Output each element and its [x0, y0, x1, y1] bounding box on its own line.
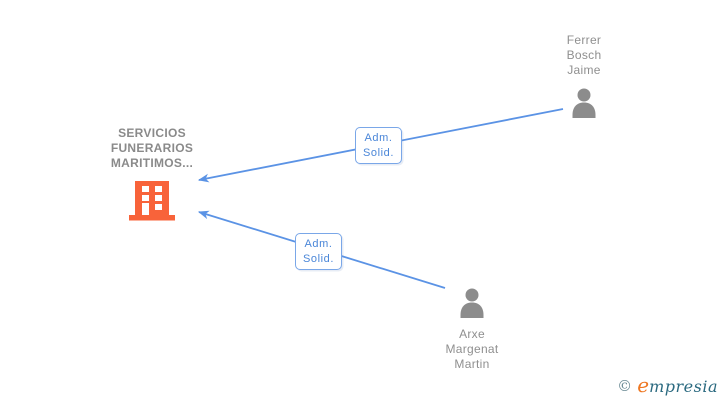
edge-label-adm-solid-2[interactable]: Adm. Solid. — [295, 233, 342, 270]
person-node-ferrer[interactable]: Ferrer Bosch Jaime — [552, 33, 616, 118]
company-node[interactable]: SERVICIOS FUNERARIOS MARITIMOS... — [90, 126, 214, 221]
brand-logo: empresia — [637, 373, 718, 397]
person-icon-arxe — [460, 288, 484, 318]
edge-label-adm-solid-1[interactable]: Adm. Solid. — [355, 127, 402, 164]
copyright-symbol: © — [617, 377, 633, 395]
person-node-arxe[interactable]: Arxe Margenat Martin — [440, 288, 504, 372]
brand-footer: © empresia — [617, 373, 718, 397]
brand-name: mpresia — [649, 377, 718, 396]
company-name: SERVICIOS FUNERARIOS MARITIMOS... — [110, 126, 194, 170]
building-icon — [129, 181, 175, 221]
person-name-ferrer: Ferrer Bosch Jaime — [566, 33, 602, 77]
brand-initial: e — [637, 373, 650, 397]
person-name-arxe: Arxe Margenat Martin — [445, 327, 499, 371]
person-icon-ferrer — [572, 88, 596, 118]
